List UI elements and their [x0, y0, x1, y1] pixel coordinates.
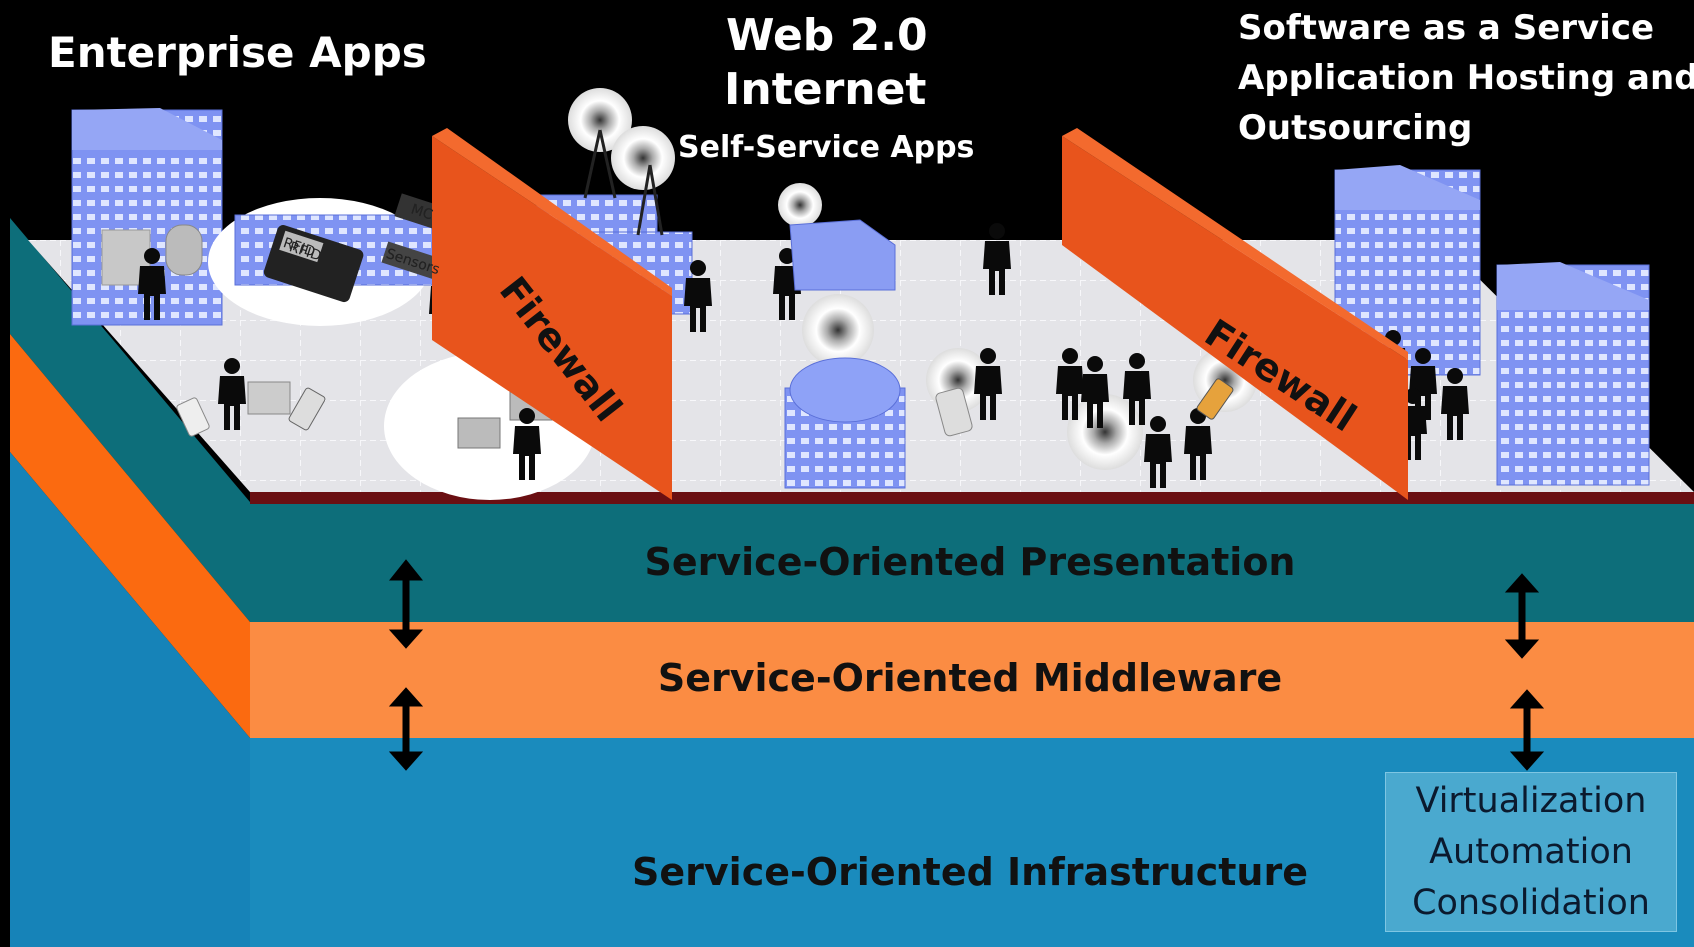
infrastructure-layer-side — [10, 452, 250, 947]
saas-cluster — [1334, 165, 1650, 486]
saas-title-line3: Outsourcing — [1238, 108, 1473, 148]
layer-arrows — [388, 559, 1545, 771]
presentation-layer-front — [250, 500, 1694, 622]
consolidation-label: Consolidation — [1412, 882, 1650, 923]
svg-text:MC: MC — [409, 201, 435, 223]
automation-label: Automation — [1429, 831, 1633, 872]
infrastructure-layer-label: Service-Oriented Infrastructure — [632, 850, 1308, 894]
presentation-layer-label: Service-Oriented Presentation — [644, 540, 1296, 584]
web-title-line2: Internet — [724, 64, 927, 115]
enterprise-cluster: RFID MC Sensors — [71, 108, 596, 500]
web-title-line1: Web 2.0 — [726, 10, 928, 61]
firewall-right — [1062, 128, 1408, 500]
mobile-label: MC — [409, 201, 435, 223]
middleware-layer-side — [10, 334, 250, 738]
infra-capabilities-box: Virtualization Automation Consolidation — [1385, 772, 1677, 932]
middleware-layer-front — [250, 622, 1694, 738]
virtualization-label: Virtualization — [1415, 780, 1647, 821]
firewall-left — [432, 128, 672, 500]
enterprise-apps-title: Enterprise Apps — [48, 28, 427, 77]
middleware-layer-label: Service-Oriented Middleware — [657, 656, 1283, 700]
presentation-layer-side — [10, 218, 250, 622]
floor-edge — [250, 492, 1694, 504]
saas-title-line1: Software as a Service — [1238, 8, 1655, 48]
saas-title-line2: Application Hosting and — [1238, 58, 1694, 98]
web-subtitle: Self-Service Apps — [678, 130, 975, 165]
